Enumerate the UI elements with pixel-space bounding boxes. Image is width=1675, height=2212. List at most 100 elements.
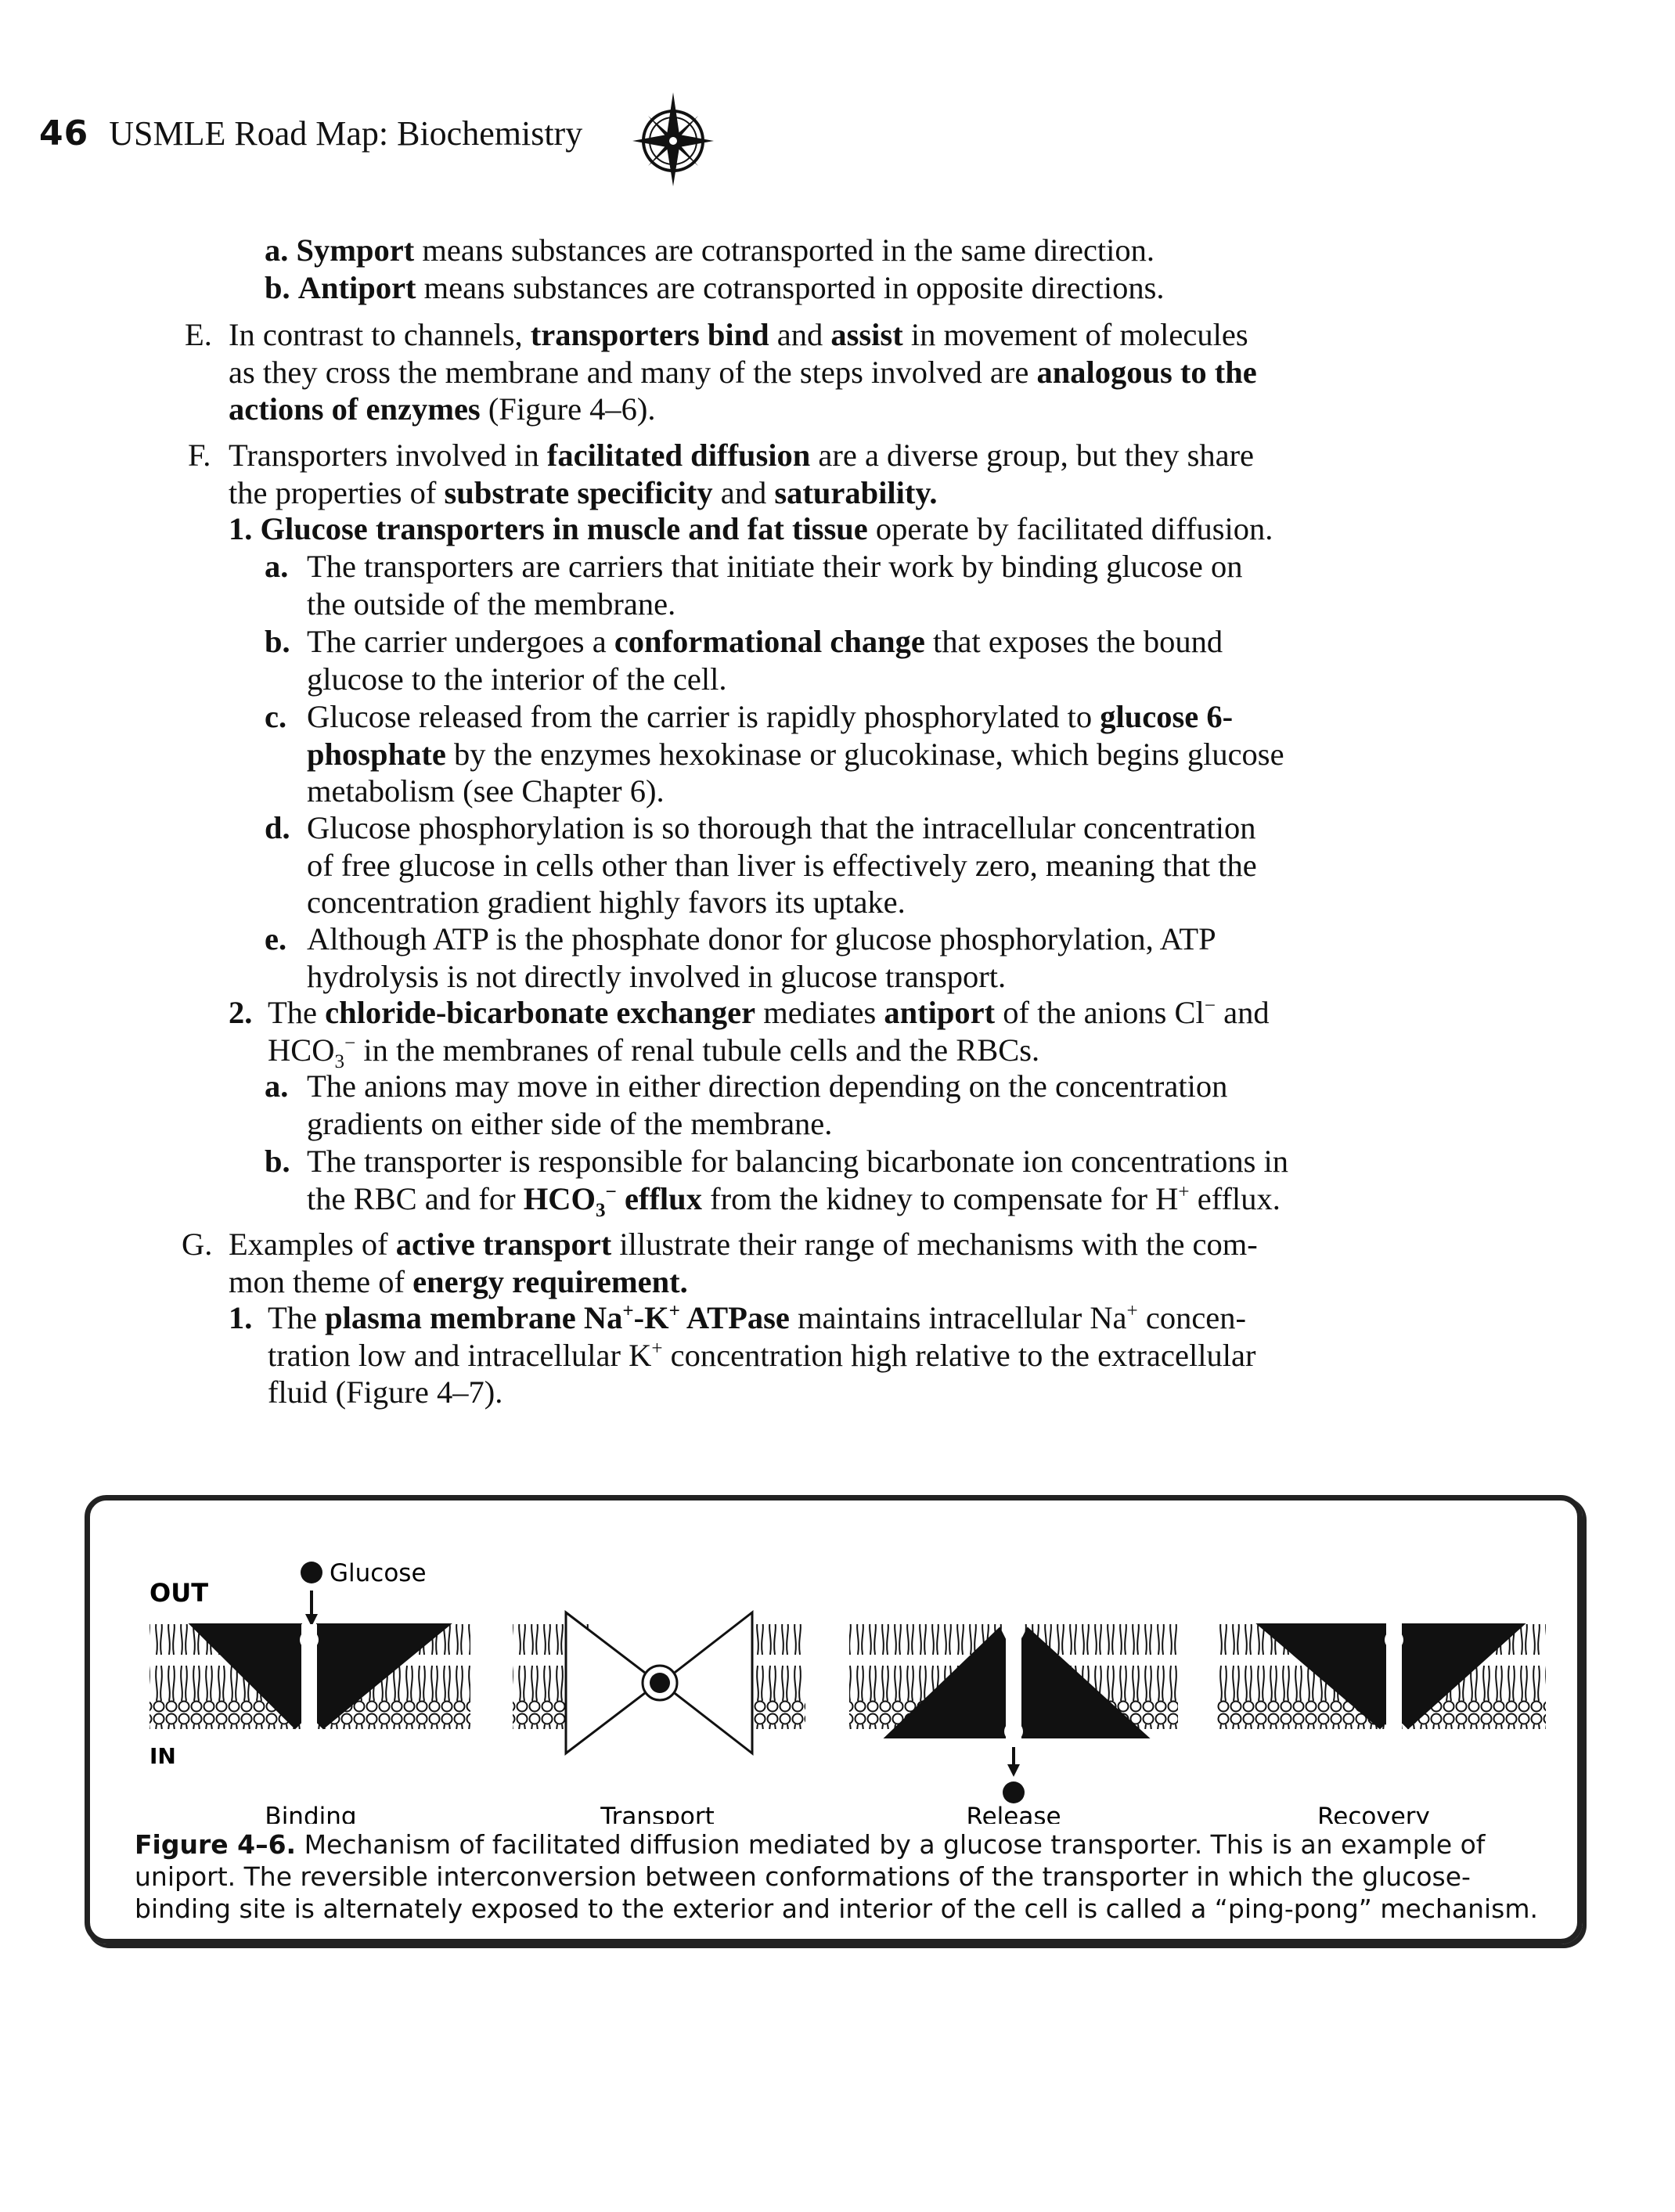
bold-term: plasma membrane Na (325, 1300, 623, 1335)
panel-release (849, 1620, 1178, 1803)
text-run: The carrier undergoes a (307, 624, 614, 659)
text-run: are a diverse group, but they share (810, 438, 1255, 473)
text-run: concentration high relative to the extra… (662, 1337, 1256, 1373)
bold-term: glucose 6- (1100, 699, 1234, 734)
caption-title: Figure 4–6. (135, 1829, 297, 1860)
step-label-release: Release (966, 1803, 1061, 1824)
text-run: Transporters involved in (229, 438, 547, 473)
text-run: in the membranes of renal tubule cells a… (355, 1032, 1040, 1068)
bold-term: chloride-bicarbonate exchanger (325, 995, 756, 1030)
superscript: + (622, 1300, 634, 1322)
item-label: 1. (229, 1300, 253, 1335)
subscript: 3 (595, 1199, 606, 1221)
item-F1b: The carrier undergoes a conformational c… (307, 623, 1223, 697)
item-label: 1. (229, 511, 253, 546)
bold-term: conformational change (614, 624, 925, 659)
section-F-label: F. (188, 438, 211, 473)
item-label: a. (265, 549, 289, 584)
text-run: of the anions Cl (995, 995, 1205, 1030)
text-run: In contrast to channels, (229, 317, 531, 352)
arrow-head-icon (305, 1614, 318, 1627)
caption-text: binding site is alternately exposed to t… (135, 1893, 1539, 1924)
panel-recovery (1217, 1620, 1546, 1730)
symport-item: a. Symport means substances are cotransp… (265, 232, 1154, 269)
item-F1c: Glucose released from the carrier is rap… (307, 698, 1284, 810)
arrow-head-icon (1007, 1764, 1020, 1777)
text-run: as they cross the membrane and many of t… (229, 354, 1037, 390)
superscript: − (1204, 995, 1216, 1017)
text-run: and (769, 317, 831, 352)
section-F-label-wrap: F. (188, 437, 211, 474)
text-run: Examples of (229, 1227, 396, 1262)
compass-rose-logo-icon (632, 92, 714, 186)
antiport-term: Antiport (297, 270, 416, 305)
item-label: b. (265, 270, 290, 305)
bold-term: saturability. (774, 474, 938, 510)
item-F1: 1. Glucose transporters in muscle and fa… (229, 510, 1273, 548)
item-F1a-label-wrap: a. (265, 548, 288, 585)
text-run: mediates (755, 995, 884, 1030)
text-line: Although ATP is the phosphate donor for … (307, 921, 1216, 956)
symport-term: Symport (296, 232, 415, 268)
text-line: The transporters are carriers that initi… (307, 549, 1243, 584)
item-F2a-label-wrap: a. (265, 1068, 288, 1105)
text-run: and (712, 474, 775, 510)
text-run: the RBC and for (307, 1180, 524, 1216)
superscript: + (1126, 1300, 1138, 1322)
bold-term: HCO (523, 1180, 596, 1216)
glucose-molecule-icon (301, 1562, 322, 1583)
superscript: + (668, 1300, 680, 1322)
text-line: hydrolysis is not directly involved in g… (307, 958, 1007, 994)
text-line: fluid (Figure 4–7). (268, 1374, 503, 1410)
item-F1b-label-wrap: b. (265, 623, 290, 661)
text-line: metabolism (see Chapter 6). (307, 773, 665, 809)
section-E-label: E. (185, 317, 212, 352)
item-label: d. (265, 810, 290, 845)
glucose-molecule-icon (1003, 1781, 1025, 1803)
text-run: tration low and intracellular K (268, 1337, 652, 1373)
subscript: 3 (334, 1050, 345, 1072)
text-run: the properties of (229, 474, 445, 510)
bold-term: assist (830, 317, 903, 352)
bold-term: facilitated diffusion (546, 438, 811, 473)
step-label-binding: Binding (265, 1803, 356, 1824)
text-line: The anions may move in either direction … (307, 1068, 1228, 1104)
figure-caption: Figure 4–6. Mechanism of facilitated dif… (135, 1828, 1539, 1925)
item-label: 2. (229, 995, 253, 1030)
text-run: mon theme of (229, 1263, 413, 1299)
text-line: Glucose phosphorylation is so thorough t… (307, 810, 1256, 845)
symport-definition: means substances are cotransported in th… (414, 232, 1155, 268)
bold-term: antiport (884, 995, 996, 1030)
text-run: concen- (1137, 1300, 1247, 1335)
text-run: Glucose released from the carrier is rap… (307, 699, 1100, 734)
section-E-label-wrap: E. (185, 316, 212, 354)
item-F2b-label-wrap: b. (265, 1143, 290, 1180)
section-F: Transporters involved in facilitated dif… (229, 437, 1254, 511)
bold-term: energy requirement. (412, 1263, 688, 1299)
antiport-definition: means substances are cotransported in op… (416, 270, 1165, 305)
text-line: of free glucose in cells other than live… (307, 847, 1257, 883)
text-run: (Figure 4–6). (480, 391, 656, 427)
item-label: a. (265, 1068, 289, 1104)
item-F1a: The transporters are carriers that initi… (307, 548, 1242, 622)
glucose-label: Glucose (330, 1559, 427, 1587)
caption-text: uniport. The reversible interconversion … (135, 1861, 1471, 1892)
text-run: operate by facilitated diffusion. (867, 511, 1273, 546)
text-run: The (268, 995, 326, 1030)
item-F2-label-wrap: 2. (229, 994, 252, 1032)
item-F1e: Although ATP is the phosphate donor for … (307, 920, 1216, 995)
item-F1d-label-wrap: d. (265, 809, 290, 847)
figure-frame (85, 1495, 1583, 1944)
item-F2a: The anions may move in either direction … (307, 1068, 1227, 1142)
in-label: IN (149, 1743, 176, 1769)
page-header: 46 USMLE Road Map: Biochemistry (39, 102, 582, 164)
text-line: concentration gradient highly favors its… (307, 884, 906, 920)
superscript: − (344, 1032, 356, 1054)
text-run: and (1216, 995, 1270, 1030)
panel-binding (149, 1623, 470, 1730)
bold-term: ATPase (679, 1300, 790, 1335)
bold-term: substrate specificity (444, 474, 713, 510)
bold-term: transporters bind (530, 317, 769, 352)
text-line: glucose to the interior of the cell. (307, 661, 727, 697)
text-run: by the enzymes hexokinase or glucokinase… (445, 736, 1284, 772)
